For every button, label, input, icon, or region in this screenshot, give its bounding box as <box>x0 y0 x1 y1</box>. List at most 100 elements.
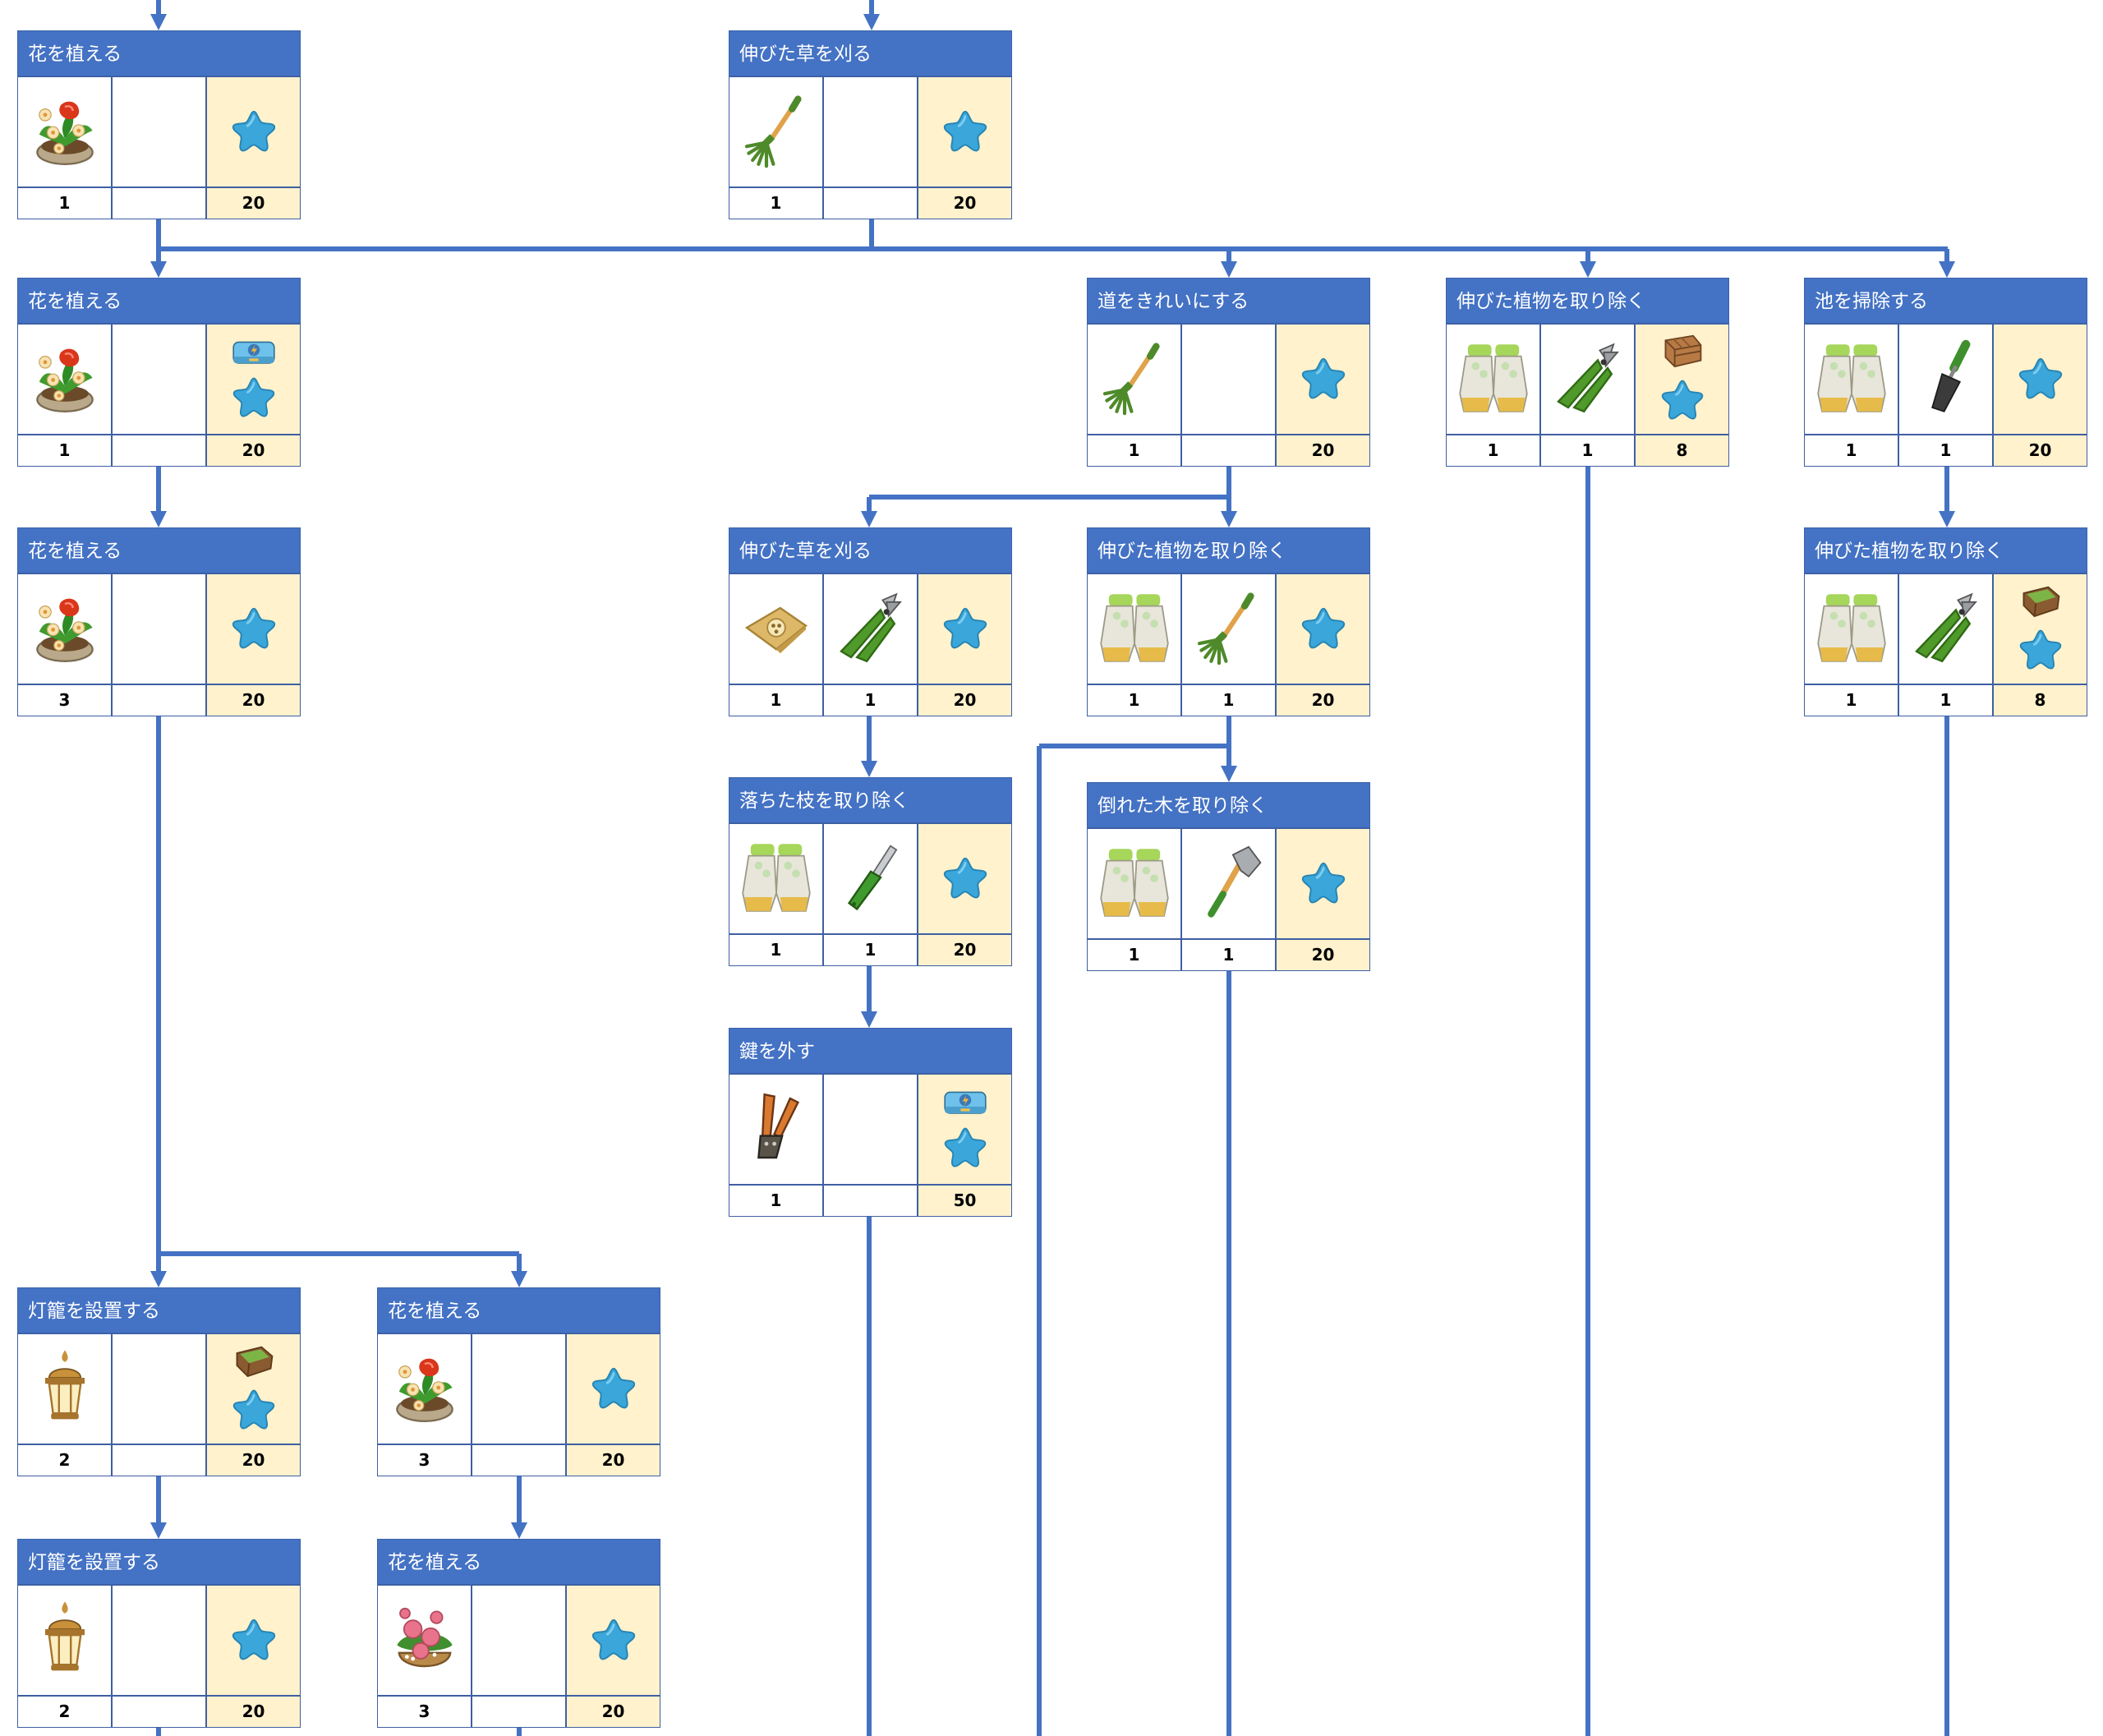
requirement-cell <box>17 573 112 684</box>
blue-star-icon <box>230 1615 278 1666</box>
requirement-cell <box>112 573 206 684</box>
arrow-head-icon <box>150 511 167 527</box>
blue-star-icon <box>230 107 278 158</box>
quest-title: 灯籠を設置する <box>17 1539 301 1585</box>
reward-quantity: 20 <box>1276 435 1370 467</box>
requirement-quantity <box>112 1444 206 1476</box>
requirement-quantity <box>112 1696 206 1728</box>
requirement-cell <box>17 76 112 187</box>
arrow-head-icon <box>1221 766 1237 782</box>
energy-toolbox-icon <box>231 335 277 371</box>
pruning-shears-icon <box>1907 588 1986 670</box>
quest-title: 池を掃除する <box>1804 278 2087 324</box>
requirement-quantity: 1 <box>823 934 918 966</box>
requirement-quantity: 3 <box>377 1696 472 1728</box>
energy-toolbox-icon <box>942 1085 988 1121</box>
gloves-icon <box>1095 588 1174 670</box>
requirement-quantity: 1 <box>1898 684 1993 716</box>
reward-cell <box>206 1333 301 1444</box>
reward-quantity: 20 <box>918 187 1012 219</box>
quest-title: 道をきれいにする <box>1087 278 1370 324</box>
blue-star-icon <box>590 1615 637 1666</box>
quest-title: 伸びた草を刈る <box>729 527 1012 573</box>
requirement-quantity <box>472 1444 566 1476</box>
quest-card-install-lantern-1: 灯籠を設置する 2 20 <box>17 1287 301 1476</box>
requirement-cell <box>1804 573 1898 684</box>
quest-title: 灯籠を設置する <box>17 1287 301 1333</box>
arrow-head-icon <box>1221 261 1237 278</box>
flower-pot-icon <box>25 338 104 421</box>
reward-quantity: 20 <box>918 684 1012 716</box>
blue-star-icon <box>1659 376 1705 426</box>
requirement-quantity <box>112 684 206 716</box>
reward-quantity: 20 <box>206 684 301 716</box>
requirement-cell <box>1540 324 1635 435</box>
reward-quantity: 20 <box>1276 684 1370 716</box>
requirement-cell <box>823 823 918 934</box>
reward-cell <box>918 76 1012 187</box>
trowel-icon <box>1907 338 1986 421</box>
rake-icon <box>1095 338 1174 421</box>
blue-star-icon <box>1300 859 1347 909</box>
reward-quantity: 50 <box>918 1185 1012 1217</box>
requirement-quantity: 1 <box>17 435 112 467</box>
requirement-quantity <box>823 187 918 219</box>
requirement-cell <box>17 1585 112 1696</box>
rake-icon <box>737 91 816 173</box>
requirement-quantity: 1 <box>1087 939 1181 971</box>
reward-cell <box>1276 828 1370 939</box>
arrow-head-icon <box>861 511 877 527</box>
requirement-cell <box>112 1333 206 1444</box>
reward-cell <box>1635 324 1729 435</box>
arrow-head-icon <box>1580 261 1596 278</box>
quest-title: 伸びた草を刈る <box>729 30 1012 76</box>
requirement-cell <box>472 1333 566 1444</box>
requirement-quantity: 1 <box>17 187 112 219</box>
blue-star-icon <box>1300 354 1347 405</box>
flower-pot-icon <box>25 91 104 173</box>
gloves-icon <box>1812 338 1891 421</box>
reward-quantity: 20 <box>206 435 301 467</box>
arrow-head-icon <box>150 261 167 278</box>
requirement-quantity <box>823 1185 918 1217</box>
quest-title: 鍵を外す <box>729 1028 1012 1074</box>
wooden-crate-icon <box>1659 333 1705 373</box>
reward-quantity: 8 <box>1635 435 1729 467</box>
reward-quantity: 20 <box>1993 435 2087 467</box>
arrow-head-icon <box>511 1271 527 1287</box>
requirement-quantity: 1 <box>1540 435 1635 467</box>
lantern-icon <box>25 1600 104 1682</box>
reward-quantity: 20 <box>206 1444 301 1476</box>
requirement-cell <box>729 76 823 187</box>
requirement-cell <box>823 1074 918 1185</box>
requirement-cell <box>1181 324 1276 435</box>
quest-card-unlock: 鍵を外す 1 50 <box>729 1028 1012 1217</box>
moss-box-icon <box>231 1342 277 1383</box>
quest-title: 落ちた枝を取り除く <box>729 777 1012 823</box>
blue-star-icon <box>2018 626 2064 675</box>
requirement-quantity <box>1181 435 1276 467</box>
requirement-cell <box>112 324 206 435</box>
gloves-icon <box>737 838 816 920</box>
requirement-cell <box>377 1585 472 1696</box>
pruning-shears-icon <box>1548 338 1627 421</box>
gloves-icon <box>1095 843 1174 925</box>
requirement-quantity: 1 <box>729 1185 823 1217</box>
reward-cell <box>566 1333 660 1444</box>
reward-quantity: 20 <box>566 1696 660 1728</box>
quest-title: 花を植える <box>377 1539 660 1585</box>
seed-bag-icon <box>737 588 816 670</box>
reward-cell <box>206 1585 301 1696</box>
requirement-quantity: 2 <box>17 1444 112 1476</box>
blue-star-icon <box>231 1386 277 1435</box>
reward-quantity: 20 <box>918 934 1012 966</box>
quest-title: 倒れた木を取り除く <box>1087 782 1370 828</box>
requirement-cell <box>1898 573 1993 684</box>
